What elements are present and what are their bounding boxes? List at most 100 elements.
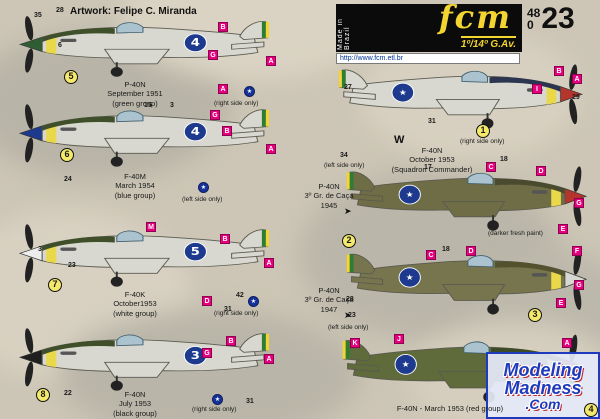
- wing: [441, 284, 506, 301]
- cowl-panel: [495, 178, 565, 194]
- wheel: [110, 67, 123, 77]
- scale-label: 48: [527, 6, 541, 20]
- tailplane: [351, 193, 384, 202]
- fuselage-marking: ★: [391, 82, 415, 103]
- wing: [103, 48, 171, 65]
- cowl-panel: [42, 28, 115, 42]
- propeller-blade-icon: [25, 328, 34, 354]
- propeller-blade-icon: [25, 48, 34, 73]
- mm-logo-line2: Madness: [504, 377, 582, 398]
- made-in-brazil-label: Made in Brazil: [337, 18, 351, 50]
- marking-text: 4: [191, 36, 200, 48]
- marking-text: 3: [191, 349, 200, 362]
- fuselage-marking: 4: [183, 122, 207, 142]
- canopy: [116, 230, 144, 243]
- tailplane: [351, 276, 384, 286]
- aircraft-profile: ★: [346, 166, 588, 231]
- roundel-disc: [183, 33, 207, 53]
- tailplane: [347, 362, 380, 373]
- exhaust: [60, 351, 77, 355]
- wheel: [110, 380, 123, 391]
- cowl-panel: [489, 76, 561, 92]
- artwork-credit: Artwork: Felipe C. Miranda: [70, 6, 197, 17]
- roundel-disc: [394, 353, 417, 375]
- rudder-stripe-yellow: [342, 340, 346, 359]
- sheet-number: 48 0 23: [527, 4, 575, 34]
- fuselage-marking: 5: [183, 242, 207, 262]
- modeling-madness-logo: Modeling Madness .Com: [486, 352, 600, 419]
- rudder-stripe-green: [261, 230, 266, 247]
- propeller-blade-icon: [25, 257, 34, 283]
- propeller-blade-icon: [25, 361, 34, 387]
- wing: [103, 137, 171, 154]
- propeller-blade-icon: [25, 16, 34, 41]
- fcm-logo-box: Made in Brazil fcm 1º/14º G.Av.: [336, 0, 522, 52]
- exhaust: [60, 127, 77, 131]
- aircraft-profile-black-group: 3: [16, 324, 278, 394]
- rudder-stripe-yellow: [346, 172, 350, 190]
- roundel-disc: [183, 122, 207, 142]
- airframe: [346, 166, 588, 231]
- rudder-stripe-green: [349, 254, 354, 273]
- canopy: [461, 70, 489, 83]
- marking-text: ★: [406, 273, 414, 283]
- fuselage-marking: ★: [398, 267, 421, 288]
- canopy: [467, 255, 494, 268]
- wheel: [487, 303, 499, 315]
- mm-logo-line3: .Com: [525, 395, 561, 412]
- aircraft-profile-caca-1947: ★: [338, 244, 590, 318]
- airframe: [338, 64, 584, 129]
- airframe: [18, 328, 269, 391]
- tailplane: [231, 41, 265, 50]
- aircraft-profile: 3: [18, 328, 269, 391]
- canopy: [116, 110, 144, 123]
- cowl-panel: [495, 261, 565, 277]
- wheel: [481, 118, 494, 129]
- aircraft-profile-blue-group: 4: [16, 100, 278, 170]
- fuselage-marking: ★: [394, 353, 417, 375]
- exhaust: [60, 38, 77, 42]
- exhaust: [531, 273, 548, 277]
- rudder-stripe-yellow: [265, 21, 269, 38]
- exhaust: [60, 247, 77, 251]
- wheel: [487, 220, 499, 231]
- fuselage-marking: 3: [183, 346, 207, 366]
- aircraft-profile-white-group: 5: [16, 220, 278, 290]
- series-label: 0: [527, 18, 534, 32]
- fuselage-marking: ★: [398, 184, 421, 205]
- airframe: [18, 104, 269, 167]
- aircraft-profile: 4: [18, 104, 269, 167]
- wing: [435, 99, 501, 116]
- propeller-blade-icon: [569, 98, 578, 125]
- roundel-disc: [391, 82, 415, 103]
- aircraft-profile-green-group: 4: [16, 12, 278, 80]
- canopy: [116, 22, 144, 34]
- aircraft-profile-squadron-commander: ★: [330, 60, 586, 132]
- tailplane: [231, 130, 265, 139]
- propeller-blade-icon: [573, 283, 582, 310]
- airframe: [18, 224, 269, 287]
- marking-text: ★: [406, 190, 414, 199]
- propeller-blade-icon: [25, 224, 34, 250]
- rudder-stripe-green: [345, 340, 350, 359]
- cowl-panel: [42, 340, 115, 355]
- aircraft-profile-caca-1945: ★: [338, 162, 590, 234]
- rudder-stripe-green: [261, 110, 266, 127]
- rudder-stripe-green: [349, 172, 354, 190]
- website-url: http://www.fcm.etl.br: [336, 53, 520, 64]
- propeller-blade-icon: [25, 137, 34, 163]
- wheel: [110, 156, 123, 167]
- roundel-disc: [398, 267, 421, 288]
- propeller-blade-icon: [573, 200, 582, 227]
- marking-text: ★: [399, 88, 407, 97]
- tailplane: [343, 91, 376, 100]
- marking-text: 4: [191, 125, 200, 138]
- propeller-blade-icon: [569, 64, 578, 90]
- tailplane: [231, 250, 265, 259]
- rudder-stripe-green: [341, 70, 346, 88]
- tailplane: [231, 354, 265, 363]
- canopy: [467, 172, 494, 185]
- fcm-logo: fcm: [438, 0, 512, 36]
